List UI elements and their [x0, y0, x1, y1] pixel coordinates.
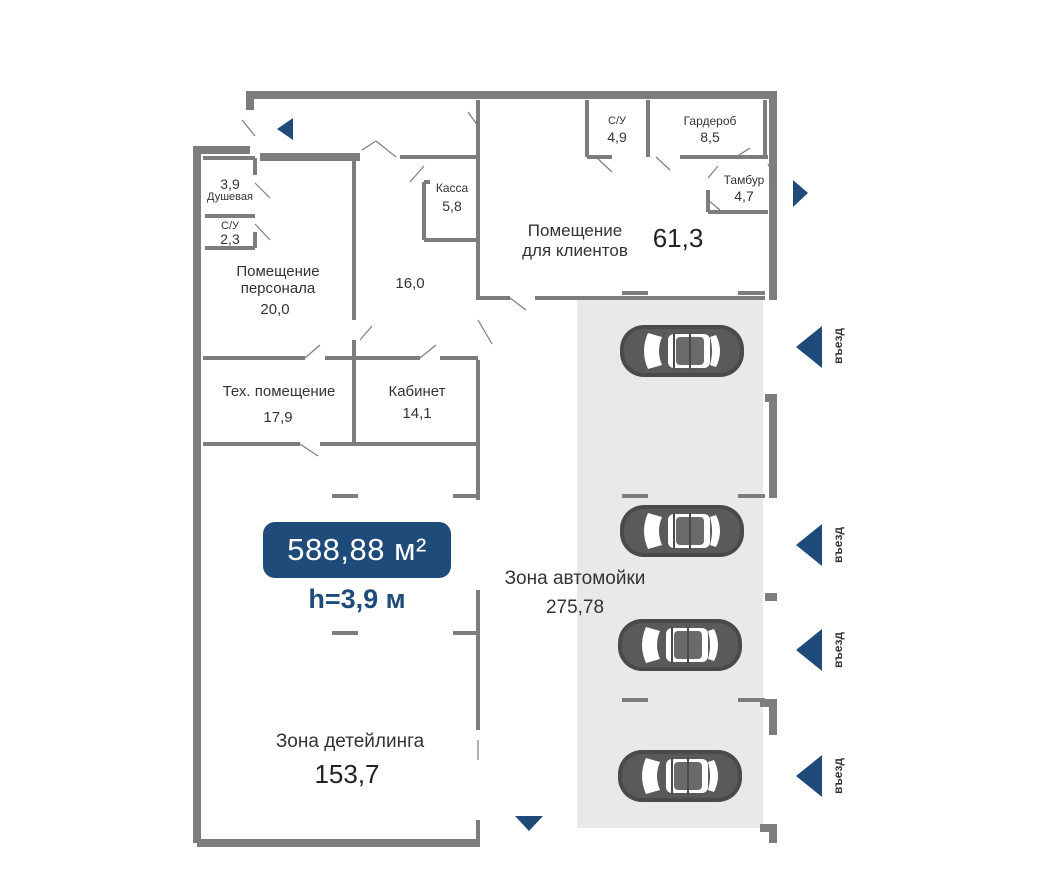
wardrobe-area: 8,5: [700, 129, 720, 145]
room-16-area: 16,0: [395, 275, 425, 292]
door-swings: [241, 111, 777, 760]
staff-room-name-1: Помещение: [236, 263, 320, 280]
shower-area: 3,9: [220, 176, 240, 192]
client-room-label: Помещение для клиентов: [500, 221, 650, 260]
staff-room-area: 20,0: [260, 301, 290, 318]
shower-name: Душевая: [207, 191, 253, 203]
wc-client-area: 4,9: [607, 129, 627, 145]
triangle-left-icon: [796, 755, 822, 797]
walls: [193, 91, 777, 847]
car-top-view-icon: [619, 324, 745, 378]
vestibule-area: 4,7: [734, 188, 754, 204]
car-top-view-icon: [617, 749, 743, 803]
entry-label: въезд: [831, 526, 845, 564]
area-badge-bg: [263, 522, 451, 578]
triangle-right-icon: [793, 180, 808, 207]
staff-room-label: Помещение персонала: [210, 263, 346, 298]
wash-zone-name: Зона автомойки: [504, 568, 646, 589]
tech-room-name: Тех. помещение: [222, 383, 336, 400]
ceiling-height: h=3,9 м: [308, 584, 406, 614]
car-top-view-icon: [617, 618, 743, 672]
wc-staff-area: 2,3: [220, 231, 240, 247]
vestibule-name: Тамбур: [723, 173, 765, 187]
wardrobe-name: Гардероб: [683, 114, 737, 128]
arrows: [277, 118, 822, 831]
wash-zone-area: 275,78: [545, 597, 605, 618]
office-name: Кабинет: [388, 383, 446, 400]
car-top-view-icon: [619, 504, 745, 558]
client-room-area: 61,3: [652, 223, 704, 253]
wc-client-name: С/У: [608, 115, 626, 127]
triangle-left-icon: [796, 629, 822, 671]
cashier-name: Касса: [435, 181, 469, 195]
detailing-zone-area: 153,7: [314, 759, 380, 789]
detailing-zone-name: Зона детейлинга: [275, 731, 425, 752]
entry-label: въезд: [831, 631, 845, 669]
wash-zone-fill: [577, 300, 763, 828]
wc-staff-name: С/У: [221, 220, 239, 232]
office-area: 14,1: [402, 405, 432, 422]
triangle-left-icon: [796, 524, 822, 566]
staff-room-name-2: персонала: [240, 280, 316, 298]
client-room-name-2: для клиентов: [522, 240, 628, 260]
triangle-down-icon: [515, 816, 543, 831]
triangle-left-icon: [796, 326, 822, 368]
total-area-badge: 588,88 м²: [287, 532, 427, 567]
entry-label: въезд: [831, 327, 845, 365]
entry-label: въезд: [831, 757, 845, 795]
interior-walls: [203, 100, 768, 843]
triangle-left-icon: [277, 118, 293, 140]
client-room-name-1: Помещение: [527, 221, 623, 240]
cashier-area: 5,8: [442, 198, 462, 214]
tech-room-area: 17,9: [263, 409, 293, 426]
